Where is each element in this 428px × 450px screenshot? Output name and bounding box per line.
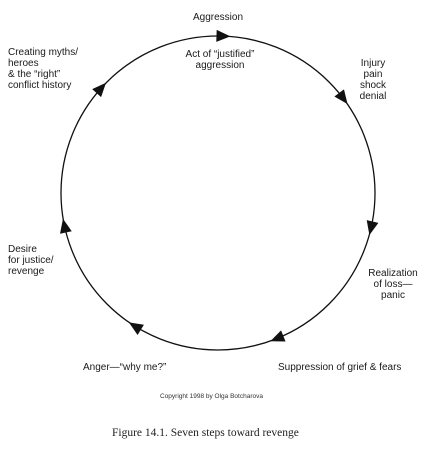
arrowhead-7 [92,82,107,98]
step-anger-line-1: Anger—“why me?” [83,362,167,373]
arrowhead-2 [334,89,348,105]
step-act-line-1: Act of “justified” [185,49,255,60]
step-desire: Desire for justice/ revenge [8,244,54,277]
step-myths-line-2: heroes [8,58,39,69]
arrowheads [60,29,379,342]
arrowhead-3 [366,220,379,236]
cycle-circle [60,35,376,351]
step-injury-line-1: Injury [360,58,386,69]
step-aggression: Aggression [182,12,254,23]
step-myths-line-3: & the “right” [8,69,61,80]
step-aggression-line-1: Aggression [192,12,244,23]
step-realization-line-2: of loss— [373,279,413,290]
step-anger: Anger—“why me?” [83,362,166,373]
step-desire-line-2: for justice/ [8,255,54,266]
step-suppression: Suppression of grief & fears [278,362,401,373]
step-realization-line-1: Realization [368,268,418,279]
step-suppression-line-1: Suppression of grief & fears [278,362,402,373]
step-desire-line-1: Desire [8,244,37,255]
step-myths-line-1: Creating myths/ [8,47,79,58]
step-myths-line-4: conflict history [8,80,72,91]
step-desire-line-3: revenge [8,266,45,277]
arrowhead-6 [60,218,72,234]
step-creating-myths: Creating myths/ heroes & the “right” con… [8,47,78,91]
step-realization-line-3: panic [381,290,405,301]
step-injury-line-4: denial [359,91,387,102]
arrowhead-5 [128,322,144,335]
step-act-of-justified-aggression: Act of “justified” aggression [170,49,270,71]
step-injury-line-3: shock [359,80,387,91]
arrowhead-1 [216,29,231,42]
copyright-notice: Copyright 1998 by Olga Botcharova [160,393,263,400]
step-injury: Injury pain shock denial [347,58,399,102]
step-injury-line-2: pain [363,69,383,80]
figure-caption: Figure 14.1. Seven steps toward revenge [112,427,299,439]
step-realization: Realization of loss— panic [362,268,424,301]
step-act-line-2: aggression [195,60,245,71]
arrowhead-4 [270,330,286,342]
